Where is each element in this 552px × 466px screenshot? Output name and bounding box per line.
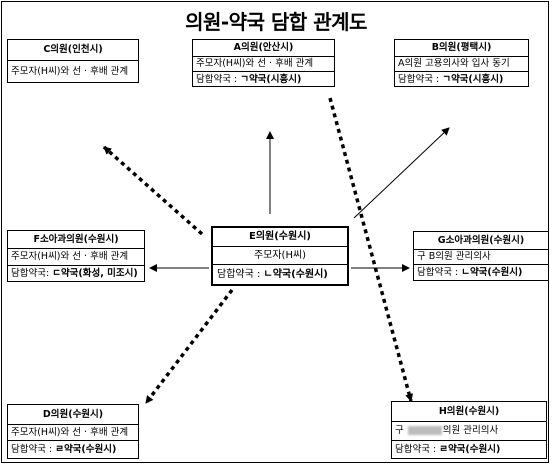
node-e-pharmacy-name: ㄴ약국(수원시): [263, 269, 328, 280]
node-c-clinic: C의원(인천시) 주모자(H씨)와 선 · 후배 관계: [7, 39, 139, 83]
node-h-relation: 구 의원 관리의사: [392, 422, 546, 441]
node-f-pharmacy-label: 담합약국:: [11, 268, 53, 279]
node-e-relation: 주모자(H씨): [213, 247, 347, 265]
node-f-clinic: F소아과의원(수원시) 주모자(H씨)와 선 · 후배 관계 담합약국: ㄷ약국…: [7, 230, 145, 282]
node-a-clinic: A의원(안산시) 주모자(H씨)와 선 · 후배 관계 담합약국 : ㄱ약국(시…: [192, 39, 335, 87]
node-d-pharmacy-name: ㄹ약국(수원시): [55, 444, 117, 455]
node-b-clinic: B의원(평택시) A의원 고용의사와 입사 동기 담합약국 : ㄱ약국(시흥시): [394, 39, 529, 87]
node-a-pharmacy-label: 담합약국 :: [196, 74, 241, 85]
node-g-pharmacy-name: ㄴ약국(수원시): [461, 267, 523, 278]
node-h-pharmacy-name: ㄹ약국(수원시): [439, 444, 501, 455]
node-c-relation: 주모자(H씨)와 선 · 후배 관계: [11, 66, 129, 77]
node-b-pharmacy: 담합약국 : ㄱ약국(시흥시): [395, 72, 528, 87]
node-f-pharmacy: 담합약국: ㄷ약국(화성, 미조시): [8, 266, 144, 282]
node-g-pharmacy: 담합약국 : ㄴ약국(수원시): [414, 265, 548, 281]
node-d-pharmacy: 담합약국 : ㄹ약국(수원시): [8, 441, 138, 459]
node-g-relation: 구 B의원 관리의사: [414, 250, 548, 265]
node-h-relation-prefix: 구: [395, 425, 407, 436]
node-e-pharmacy: 담합약국 : ㄴ약국(수원시): [213, 265, 347, 285]
redacted-name-mosaic: [407, 426, 442, 435]
arrow-e-to-c: [102, 145, 204, 236]
node-g-name: G소아과의원(수원시): [414, 232, 548, 250]
arrow-e-to-d: [144, 288, 234, 405]
node-a-relation: 주모자(H씨)와 선 · 후배 관계: [193, 57, 334, 72]
node-a-name: A의원(안산시): [193, 40, 334, 57]
node-a-pharmacy: 담합약국 : ㄱ약국(시흥시): [193, 72, 334, 87]
node-f-relation: 주모자(H씨)와 선 · 후배 관계: [8, 249, 144, 266]
node-d-pharmacy-label: 담합약국 :: [11, 444, 56, 455]
node-f-name: F소아과의원(수원시): [8, 231, 144, 249]
node-d-relation: 주모자(H씨)와 선 · 후배 관계: [8, 425, 138, 441]
node-b-name: B의원(평택시): [395, 40, 528, 57]
node-e-pharmacy-label: 담합약국 :: [217, 269, 264, 280]
node-d-clinic: D의원(수원시) 주모자(H씨)와 선 · 후배 관계 담합약국 : ㄹ약국(수…: [7, 404, 139, 459]
node-h-pharmacy: 담합약국 : ㄹ약국(수원시): [392, 441, 546, 459]
node-f-pharmacy-name: ㄷ약국(화성, 미조시): [52, 268, 138, 279]
arrow-e-to-b: [353, 127, 450, 219]
node-b-pharmacy-label: 담합약국 :: [398, 74, 443, 85]
node-a-pharmacy-name: ㄱ약국(시흥시): [240, 74, 302, 85]
node-b-pharmacy-name: ㄱ약국(시흥시): [442, 74, 504, 85]
node-g-clinic: G소아과의원(수원시) 구 B의원 관리의사 담합약국 : ㄴ약국(수원시): [413, 231, 549, 281]
node-h-pharmacy-label: 담합약국 :: [395, 444, 440, 455]
node-c-name: C의원(인천시): [8, 40, 138, 61]
node-b-relation: A의원 고용의사와 입사 동기: [395, 57, 528, 72]
node-h-clinic: H의원(수원시) 구 의원 관리의사 담합약국 : ㄹ약국(수원시): [391, 401, 547, 459]
node-h-name: H의원(수원시): [392, 402, 546, 422]
node-e-name: E의원(수원시): [213, 228, 347, 247]
diagram-title: 의원-약국 담합 관계도: [185, 10, 367, 34]
node-h-relation-suffix: 의원 관리의사: [442, 425, 499, 436]
node-g-pharmacy-label: 담합약국 :: [417, 267, 462, 278]
node-d-name: D의원(수원시): [8, 405, 138, 425]
node-e-clinic: E의원(수원시) 주모자(H씨) 담합약국 : ㄴ약국(수원시): [211, 226, 349, 286]
